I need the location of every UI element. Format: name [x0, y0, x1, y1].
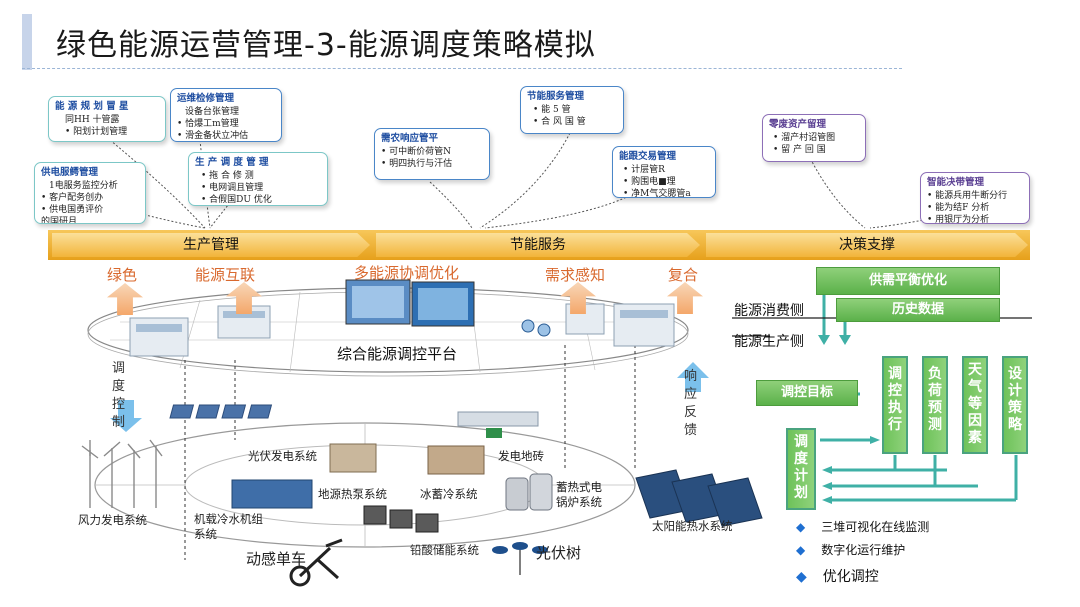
callout-item: 设备台张管理	[185, 107, 240, 117]
callout-item: • 电网调且管理	[201, 183, 264, 193]
label-geo-heat-pump: 地源热泵系统	[318, 487, 387, 501]
callout-item: 的国研月	[41, 217, 78, 224]
label-power-brick: 发电地砖	[498, 449, 544, 463]
callout-dispatch: 生 产 调 度 管 理 • 拖 合 修 测 • 电网调且管理 • 合假国DU 优…	[188, 152, 328, 206]
diamond-bullet-icon: ◆	[796, 569, 807, 585]
callout-item: • 能为结F 分析	[927, 203, 990, 213]
callout-item: • 溜产村诏管图	[773, 133, 836, 143]
label-spin-bike: 动感单车	[246, 550, 307, 568]
box-load-forecast: 负荷预测	[922, 356, 948, 454]
callout-item: • 购围电■理	[623, 177, 676, 187]
callout-item: • 能源兵用牛断分行	[927, 191, 1008, 201]
callout-heading: 智能决带管理	[927, 177, 985, 188]
callout-item: • 可中断价荷管N	[381, 147, 452, 157]
callout-decision: 智能决带管理 • 能源兵用牛断分行 • 能为结F 分析 • 用银厅为分析	[920, 172, 1030, 224]
callout-item: • 能 5 管	[533, 105, 571, 115]
callout-heading: 运维检修管理	[177, 93, 235, 104]
label-energy-interconnect: 能源互联	[195, 266, 256, 284]
callout-item: • 合假国DU 优化	[201, 195, 272, 205]
callout-item: 1电服务监控分析	[49, 181, 118, 191]
label-solar-water: 太阳能热水系统	[652, 519, 733, 533]
box-control-target: 调控目标	[756, 380, 858, 406]
callout-energy-saving: 节能服务管理 • 能 5 管 • 合 风 国 管	[520, 86, 624, 134]
label-chiller: 机载冷水机组系统	[194, 512, 263, 541]
callout-item: • 供电国勇评价	[41, 205, 104, 215]
callout-demand-response: 需农响应管平 • 可中断价荷管N • 明四执行与汗估	[374, 128, 490, 180]
callout-heading: 生 产 调 度 管 理	[195, 157, 269, 168]
bullet-text: 数字化运行维护	[821, 543, 906, 557]
callout-item: • 拖 合 修 测	[201, 171, 254, 181]
band-production: 生产管理	[52, 233, 370, 257]
callout-item: • 净M气交腮管a	[623, 189, 691, 198]
callout-item: • 合 风 国 管	[533, 117, 586, 127]
callout-item: • 阳划计划管理	[65, 127, 128, 137]
callout-item: 同HH 十管露	[65, 115, 120, 125]
callout-power-service: 供电服鳄管理 1电服务监控分析 • 客户配务创办 • 供电国勇评价 的国研月	[34, 162, 146, 224]
platform-label: 综合能源调控平台	[337, 345, 458, 363]
callout-heading: 零废资产留理	[769, 119, 827, 130]
label-pv-system: 光伏发电系统	[248, 449, 317, 463]
band-decision: 决策支撑	[706, 233, 1028, 257]
callout-heading: 供电服鳄管理	[41, 167, 99, 178]
bullet-text: 优化调控	[822, 569, 879, 585]
callout-item: • 留 产 回 国	[773, 145, 826, 155]
label-dispatch-control: 调度控制	[112, 361, 126, 430]
callout-energy-planning: 能 源 规 划 冒 星 同HH 十管露 • 阳划计划管理	[48, 96, 166, 142]
callout-assets: 零废资产留理 • 溜产村诏管图 • 留 产 回 国	[762, 114, 866, 162]
callout-item: • 用银厅为分析	[927, 215, 990, 224]
label-response-feedback: 响应反馈	[684, 369, 698, 438]
label-pv-tree: 光伏树	[536, 544, 582, 562]
callout-maintenance: 运维检修管理 设备台张管理 • 恰爆工m管理 • 滑金备状立冲估	[170, 88, 282, 142]
callout-heading: 节能服务管理	[527, 91, 585, 102]
label-production-side: 能源生产侧	[734, 334, 804, 350]
box-supply-demand: 供需平衡优化	[816, 267, 1000, 295]
bullet-visual-monitoring: ◆ 三堆可视化在线监测	[796, 518, 929, 535]
diamond-bullet-icon: ◆	[796, 543, 806, 557]
label-composite: 复合	[668, 266, 699, 284]
label-ice-storage: 冰蓄冷系统	[420, 487, 478, 501]
callout-heading: 能 源 规 划 冒 星	[55, 101, 129, 112]
box-design-strategy: 设计策略	[1002, 356, 1028, 454]
diamond-bullet-icon: ◆	[796, 520, 806, 534]
band-energy-saving: 节能服务	[376, 233, 700, 257]
box-dispatch-plan: 调度计划	[786, 428, 816, 510]
bullet-optimize: ◆ 优化调控	[796, 566, 879, 586]
callout-heading: 能跟交易管理	[619, 151, 677, 162]
callout-energy-trading: 能跟交易管理 • 计层管R • 购围电■理 • 净M气交腮管a	[612, 146, 716, 198]
label-consumption-side: 能源消费侧	[734, 303, 804, 319]
label-battery-storage: 铅酸储能系统	[410, 543, 479, 557]
label-heat-boiler: 蓄热式电锅炉系统	[556, 480, 602, 509]
page-title: 绿色能源运营管理-3-能源调度策略模拟	[56, 28, 596, 63]
box-history-data: 历史数据	[836, 298, 1000, 322]
callout-item: • 明四执行与汗估	[381, 159, 453, 169]
callout-item: • 客户配务创办	[41, 193, 104, 203]
callout-heading: 需农响应管平	[381, 133, 439, 144]
box-control-exec: 调控执行	[882, 356, 908, 454]
title-divider	[22, 68, 902, 69]
box-weather-factors: 天气等因素	[962, 356, 988, 454]
callout-item: • 滑金备状立冲估	[177, 131, 249, 141]
label-green: 绿色	[107, 266, 138, 284]
bullet-text: 三堆可视化在线监测	[821, 520, 930, 534]
title-accent-bar	[22, 14, 32, 70]
callout-item: • 计层管R	[623, 165, 665, 175]
label-multi-energy: 多能源协调优化	[354, 264, 460, 282]
label-demand-sensing: 需求感知	[545, 266, 606, 284]
bullet-digital-ops: ◆ 数字化运行维护	[796, 541, 905, 558]
callout-item: • 恰爆工m管理	[177, 119, 239, 129]
label-wind-power: 风力发电系统	[78, 513, 147, 527]
